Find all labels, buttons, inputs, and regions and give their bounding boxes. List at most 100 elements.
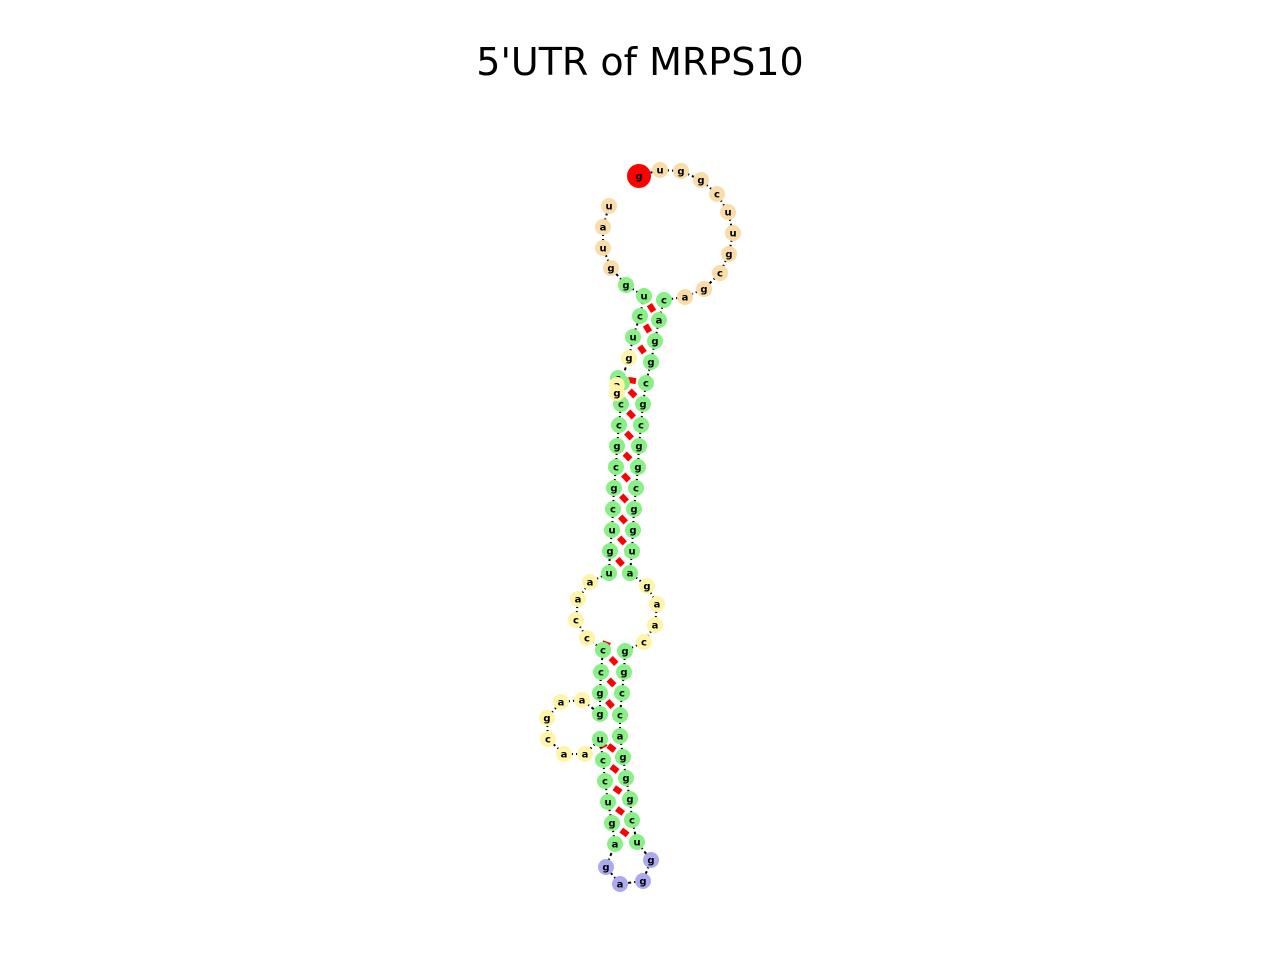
nucleotide-circle: [626, 501, 642, 517]
nucleotide-circle: [709, 186, 725, 202]
nucleotide-circle: [540, 731, 556, 747]
nucleotide-stem: u: [624, 543, 640, 559]
nucleotide-circle: [635, 396, 651, 412]
nucleotide-circle: [570, 591, 586, 607]
nucleotide-circle: [629, 834, 645, 850]
nucleotide-letter: c: [661, 296, 667, 307]
nucleotide-stem: c: [611, 417, 627, 433]
nucleotide-circle: [630, 459, 646, 475]
nucleotide-stem: g: [592, 706, 608, 722]
nucleotide-letter: u: [599, 244, 606, 255]
nucleotide-circle: [604, 522, 620, 538]
pair-bond: [618, 514, 628, 525]
nucleotide-interior-or-bulge: a: [577, 746, 593, 762]
nucleotide-letter: c: [714, 190, 720, 201]
nucleotide-circle: [609, 385, 625, 401]
nucleotide-letter: u: [729, 229, 736, 240]
nucleotide-circle: [611, 417, 627, 433]
nucleotide-circle: [612, 876, 628, 892]
nucleotide-circle: [603, 260, 619, 276]
nucleotide-stem: g: [635, 396, 651, 412]
nucleotide-stem: c: [628, 480, 644, 496]
nucleotide-letter: a: [600, 223, 607, 234]
pair-bond: [646, 303, 657, 313]
nucleotide-letter: c: [602, 777, 608, 788]
nucleotide-letter: g: [639, 877, 646, 888]
nucleotide-stem: u: [636, 288, 652, 304]
nucleotide-letter: c: [633, 484, 639, 495]
nucleotide-circle: [635, 873, 651, 889]
nucleotide-letter: u: [604, 798, 611, 809]
pair-bond: [612, 785, 623, 795]
nucleotide-circle: [720, 204, 736, 220]
nucleotide-interior-or-bulge: g: [609, 385, 625, 401]
nucleotide-circle: [602, 543, 618, 559]
nucleotide-letter: g: [634, 463, 641, 474]
nucleotide-stem: c: [597, 773, 613, 789]
nucleotide-letter: g: [630, 505, 637, 516]
nucleotide-start: g: [627, 164, 651, 188]
pair-bond: [606, 743, 617, 753]
nucleotide-stem: g: [604, 815, 620, 831]
nucleotide-circle: [721, 246, 737, 262]
nucleotide-circle: [725, 225, 741, 241]
nucleotide-letter: g: [613, 389, 620, 400]
nucleotide-circle: [600, 794, 616, 810]
nucleotide-letter: u: [596, 735, 603, 746]
nucleotide-circle: [579, 630, 595, 646]
nucleotide-circle: [607, 836, 623, 852]
pair-bond: [617, 535, 627, 546]
nucleotide-hairpin: a: [612, 876, 628, 892]
nucleotide-exterior-unpaired: g: [673, 163, 689, 179]
nucleotide-circle: [595, 642, 611, 658]
pair-bond: [637, 344, 647, 355]
nucleotide-letter: c: [629, 816, 635, 827]
nucleotide-letter: g: [543, 714, 550, 725]
nucleotide-circle: [696, 281, 712, 297]
nucleotide-circle: [601, 565, 617, 581]
nucleotide-stem: u: [625, 329, 641, 345]
nucleotide-circle: [628, 480, 644, 496]
nucleotide-circle: [652, 162, 668, 178]
nucleotide-circle: [604, 815, 620, 831]
nucleotide-letter: c: [618, 400, 624, 411]
nucleotide-exterior-unpaired: g: [693, 172, 709, 188]
nucleotide-stem: g: [618, 770, 634, 786]
nucleotide-stem: g: [606, 480, 622, 496]
nucleotide-circle: [643, 852, 659, 868]
nucleotide-circle: [656, 292, 672, 308]
nucleotide-stem: c: [632, 308, 648, 324]
nucleotide-letter: u: [633, 838, 640, 849]
nucleotide-letter: a: [654, 600, 661, 611]
nucleotide-letter: g: [608, 819, 615, 830]
nucleotide-stem: c: [614, 685, 630, 701]
nucleotide-letter: a: [656, 316, 663, 327]
nucleotide-stem: u: [604, 522, 620, 538]
nucleotide-circle: [677, 289, 693, 305]
nucleotide-letter: a: [587, 578, 594, 589]
nucleotide-exterior-unpaired: g: [696, 281, 712, 297]
pair-bond: [605, 699, 615, 709]
nucleotide-circle: [651, 312, 667, 328]
nucleotide-letter: a: [579, 696, 586, 707]
nucleotide-stem: c: [595, 642, 611, 658]
nucleotide-letter: a: [682, 293, 689, 304]
nucleotide-interior-or-bulge: a: [570, 591, 586, 607]
nucleotide-letter: g: [625, 354, 632, 365]
nucleotide-circle: [632, 308, 648, 324]
nucleotide-letter: g: [697, 176, 704, 187]
nucleotide-letter: c: [641, 638, 647, 649]
nucleotide-stem: g: [609, 438, 625, 454]
pair-bond: [608, 656, 619, 666]
nucleotide-circle: [633, 417, 649, 433]
nucleotide-circle: [605, 501, 621, 517]
nucleotide-letter: c: [584, 634, 590, 645]
nucleotide-letter: g: [602, 863, 609, 874]
nucleotide-circle: [593, 664, 609, 680]
nucleotide-interior-or-bulge: a: [649, 596, 665, 612]
nucleotide-letter: a: [617, 732, 624, 743]
nucleotide-stem: c: [638, 375, 654, 391]
nucleotide-exterior-unpaired: a: [595, 219, 611, 235]
pair-bond: [622, 451, 633, 462]
